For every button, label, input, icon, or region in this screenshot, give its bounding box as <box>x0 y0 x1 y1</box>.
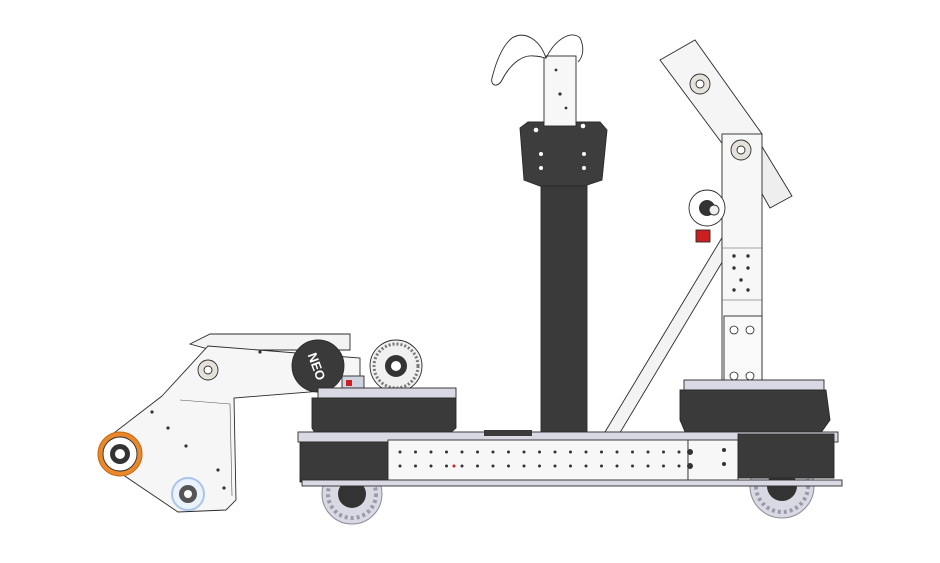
rail-hole <box>553 450 557 454</box>
rail-hole <box>398 450 402 454</box>
rail-hole <box>507 464 510 468</box>
gear <box>369 339 423 393</box>
rail-hole <box>662 464 665 468</box>
chassis-rail <box>297 430 843 487</box>
rail-hole <box>615 464 619 468</box>
swerve-module-left <box>311 387 457 439</box>
rail-hole <box>646 450 650 454</box>
rail-hole <box>584 450 588 454</box>
hook <box>491 34 547 86</box>
rail-hole <box>507 450 510 454</box>
rail-hole <box>460 450 464 454</box>
rail-hole <box>398 464 402 468</box>
rail-hole <box>445 464 448 468</box>
rail-hole <box>522 450 526 454</box>
rail-hole <box>538 450 541 454</box>
rail-hole <box>631 450 634 454</box>
intake-roller-orange <box>97 431 143 477</box>
right-tower <box>604 39 793 441</box>
rail-hole <box>460 464 464 468</box>
rail-hole <box>677 464 681 468</box>
rail-hole <box>631 464 634 468</box>
rail-hole <box>476 450 479 454</box>
rail-hole <box>662 450 665 454</box>
rail-hole <box>414 464 417 468</box>
rail-hole <box>569 464 572 468</box>
rail-hole <box>522 464 526 468</box>
rail-hole <box>600 464 603 468</box>
rail-hole <box>429 450 433 454</box>
rail-holes <box>398 450 681 468</box>
rail-hole <box>491 464 495 468</box>
rail-hole <box>569 450 572 454</box>
rail-hole <box>491 450 495 454</box>
rail-hole <box>429 464 433 468</box>
center-mast <box>491 34 608 439</box>
rail-hole <box>600 450 603 454</box>
rail-hole <box>677 450 681 454</box>
intake-arm: NEO <box>97 333 423 513</box>
rail-hole <box>584 464 588 468</box>
rail-hole <box>646 464 650 468</box>
rail-hole <box>476 464 479 468</box>
rail-hole <box>414 450 417 454</box>
swerve-module-right <box>679 379 831 435</box>
intake-roller-blue <box>171 477 205 511</box>
rail-hole <box>553 464 557 468</box>
neo-motor: NEO <box>291 339 345 393</box>
rail-hole <box>615 450 619 454</box>
rail-hole <box>445 450 448 454</box>
rail-hole <box>538 464 541 468</box>
